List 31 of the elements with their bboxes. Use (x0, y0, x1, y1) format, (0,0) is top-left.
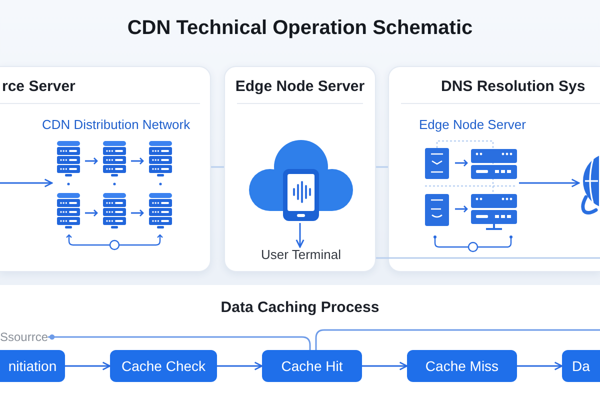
arrow (296, 223, 304, 248)
connector-line (211, 166, 224, 168)
process-step: Da (562, 350, 600, 382)
panel-card (388, 66, 600, 272)
arrow (519, 178, 580, 188)
process-panel (0, 285, 600, 400)
source-label: Ssourrce (0, 329, 48, 345)
terminal-label: User Terminal (261, 247, 341, 263)
arrow (0, 178, 53, 188)
arrow (362, 362, 408, 370)
connector-line (376, 166, 388, 168)
section-label: Edge Node Server (419, 116, 526, 134)
panel-title: DNS Resolution Sys (441, 78, 586, 96)
arrow (217, 362, 263, 370)
section-label: CDN Distribution Network (42, 116, 190, 134)
connector-line (376, 257, 600, 259)
panel-card (0, 66, 211, 272)
process-step: Cache Hit (262, 350, 362, 382)
diagram-title: CDN Technical Operation Schematic (127, 16, 473, 40)
connector-line (315, 329, 600, 350)
arrow (517, 362, 563, 370)
connector-line (48, 334, 311, 350)
panel-title: Edge Node Server (235, 78, 365, 96)
process-step: Cache Miss (407, 350, 517, 382)
panel-card (224, 66, 376, 272)
process-step: nitiation (0, 350, 65, 382)
process-step: Cache Check (110, 350, 217, 382)
section-title: Data Caching Process (220, 299, 380, 317)
arrow (65, 362, 111, 370)
edge-server-illustration (423, 139, 519, 253)
panel-title: rce Server (2, 78, 76, 96)
